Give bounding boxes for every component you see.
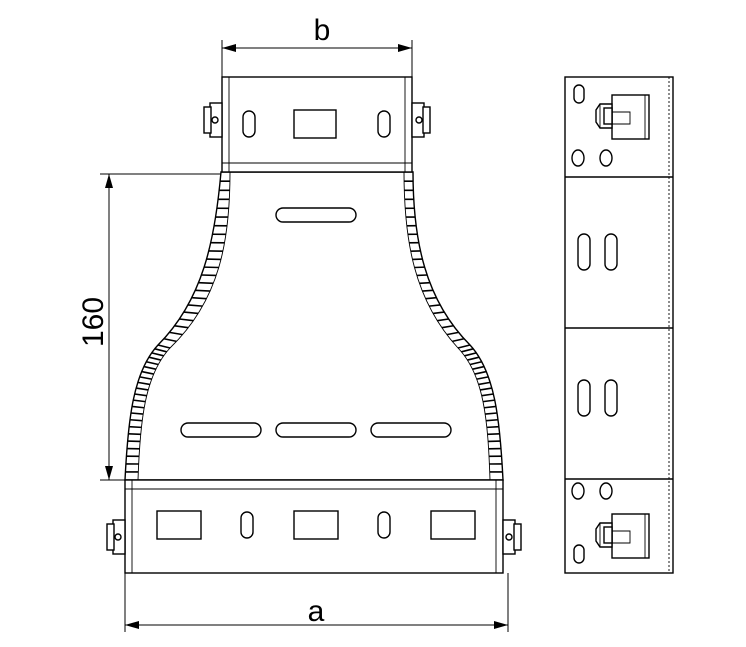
- flange-tick: [139, 376, 152, 380]
- right-flange-hatch: [404, 180, 503, 473]
- flange-tick: [487, 432, 500, 436]
- flange-tick: [432, 311, 445, 315]
- dimension-a-label: a: [308, 595, 325, 628]
- flange-tick: [467, 356, 480, 361]
- upper-slot: [275, 207, 357, 223]
- bottom-plate-square-hole-2: [293, 510, 339, 540]
- side-bottom-hole-2: [599, 482, 613, 500]
- bottom-left-bolt-icon: [106, 519, 126, 555]
- lower-slot-middle: [275, 422, 357, 438]
- flange-tick: [174, 324, 189, 329]
- bottom-right-bolt-icon: [502, 519, 522, 555]
- flange-tick: [481, 393, 494, 397]
- flange-tick: [429, 304, 441, 307]
- left-flange-inner: [137, 171, 231, 481]
- side-mid2-slot-left: [577, 379, 591, 417]
- flange-tick: [133, 399, 146, 403]
- flange-tick: [130, 412, 144, 415]
- top-left-bolt-icon: [203, 102, 223, 138]
- flange-tick: [461, 348, 474, 353]
- left-flange-hatch: [125, 180, 230, 473]
- flange-tick: [136, 387, 149, 391]
- side-bottom-oval-hole: [573, 544, 585, 564]
- flange-tick: [474, 370, 487, 375]
- flange-tick: [131, 405, 145, 409]
- top-plate-square-hole: [293, 109, 337, 139]
- flange-tick: [457, 344, 471, 349]
- flange-tick: [183, 311, 199, 315]
- top-right-bolt-icon: [411, 102, 431, 138]
- flange-tick: [129, 418, 143, 422]
- flange-tick: [469, 360, 482, 366]
- side-top-clamp-icon: [595, 94, 650, 140]
- flange-tick: [441, 324, 454, 329]
- top-plate-oval-hole-left: [242, 110, 256, 138]
- side-top-hole-1: [571, 149, 585, 167]
- side-bottom-hole-1: [571, 482, 585, 500]
- flange-tick: [446, 331, 459, 336]
- dimension-b-label: b: [314, 14, 331, 47]
- flange-tick: [476, 376, 489, 380]
- side-mid1-slot-left: [577, 233, 591, 271]
- side-top-oval-hole: [573, 84, 585, 104]
- flange-tick: [482, 399, 495, 403]
- flange-tick: [472, 365, 485, 370]
- lower-slot-right: [370, 422, 452, 438]
- right-flange-inner: [403, 171, 491, 481]
- flange-tick: [191, 296, 207, 300]
- flange-tick: [425, 296, 437, 300]
- flange-tick: [187, 304, 203, 307]
- bottom-connector-plate: [106, 479, 522, 574]
- side-top-hole-2: [599, 149, 613, 167]
- flange-tick: [486, 425, 499, 429]
- lower-slot-left: [180, 422, 262, 438]
- flange-tick: [148, 356, 162, 361]
- flange-tick: [141, 370, 154, 375]
- flange-tick: [422, 289, 434, 292]
- dimension-160: 160: [77, 173, 221, 481]
- flange-tick: [134, 393, 147, 397]
- flange-tick: [137, 381, 150, 386]
- flange-tick: [452, 337, 465, 343]
- flange-tick: [437, 318, 449, 322]
- flange-tick: [485, 412, 498, 415]
- flange-tick: [157, 344, 171, 349]
- side-view: [564, 76, 674, 574]
- side-mid2-slot-right: [604, 379, 618, 417]
- flange-tick: [464, 352, 477, 357]
- flange-tick: [195, 289, 211, 292]
- top-plate-oval-hole-right: [377, 110, 391, 138]
- dimension-a: a: [124, 573, 509, 632]
- flange-tick: [128, 432, 141, 436]
- bottom-plate-square-hole-3: [430, 510, 476, 540]
- flange-tick: [198, 281, 214, 285]
- flange-tick: [486, 418, 499, 422]
- flange-tick: [480, 387, 493, 391]
- flange-tick: [154, 348, 167, 353]
- flange-tick: [163, 337, 177, 343]
- side-bottom-clamp-icon: [595, 513, 650, 559]
- bottom-plate-oval-hole-2: [377, 511, 391, 539]
- flange-tick: [143, 365, 157, 370]
- side-mid1-slot-right: [604, 233, 618, 271]
- flange-tick: [419, 281, 430, 285]
- top-connector-plate: [203, 76, 431, 173]
- flange-tick: [179, 318, 194, 322]
- bottom-plate-square-hole-1: [156, 510, 202, 540]
- flange-tick: [478, 381, 491, 386]
- front-view: [106, 76, 522, 574]
- bottom-plate-oval-hole-1: [240, 511, 254, 539]
- flange-tick: [484, 405, 497, 409]
- dimension-160-label: 160: [77, 297, 110, 347]
- flange-tick: [151, 352, 164, 357]
- flange-tick: [129, 425, 142, 429]
- flange-tick: [169, 331, 183, 336]
- dimension-b: b: [221, 14, 413, 77]
- flange-tick: [146, 360, 159, 366]
